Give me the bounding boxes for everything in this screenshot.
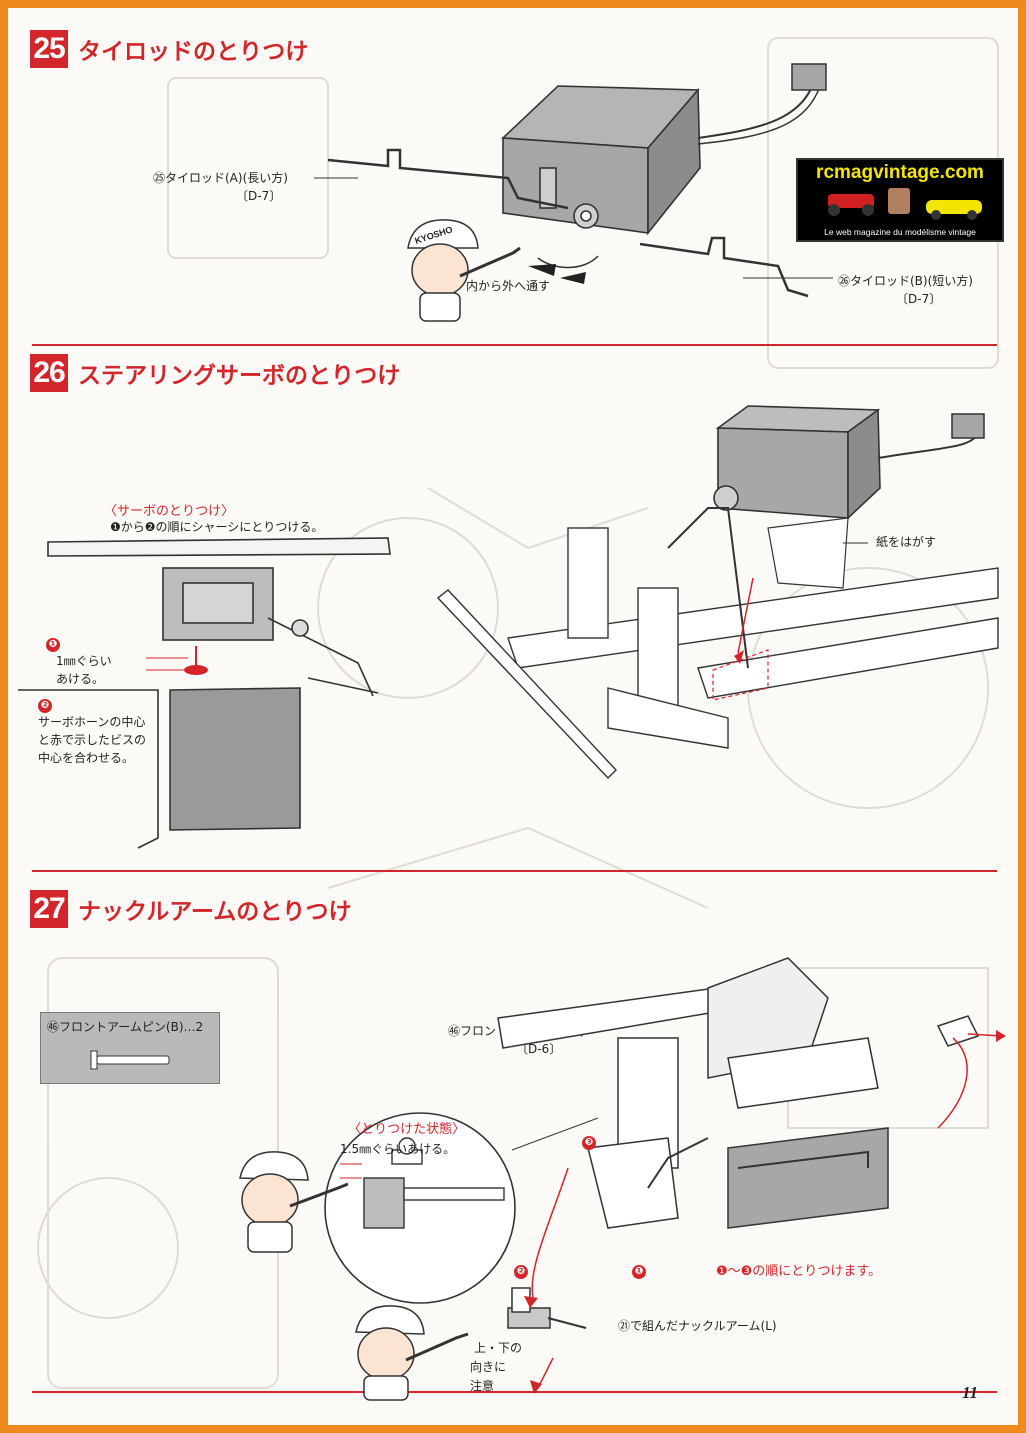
step1-text-line2: あける。 [56,672,105,686]
step2-text-line1: サーボホーンの中心 [38,715,146,729]
section-25-header: 25 タイロッドのとりつけ [30,30,308,68]
knuckle-arm-diagram [239,957,1006,1401]
peel-paper-note: 紙をはがす [876,535,937,549]
through-direction-note: 内から外へ通す [466,279,551,293]
bleed-through-background [37,37,999,1389]
page-number: 11 [961,1383,978,1402]
tierod-b-label: ㉖タイロッド(B)(短い方) [838,274,973,288]
section-rule-top-27 [32,870,997,872]
step2-marker: ❷ [38,696,54,713]
parts-box: ㊻フロントアームピン(B)…2 [40,1012,220,1084]
marker-1: ❶ [632,1262,648,1279]
section-title: ナックルアームのとりつけ [78,899,352,925]
step2-text-line2: と赤で示したビスの [38,733,147,747]
install-order-note: ❶〜❸の順にとりつけます。 [716,1264,882,1279]
step1-text-line1: 1㎜ぐらい [56,654,112,668]
section-number: 27 [30,890,68,928]
servo-position-diagram [18,537,391,849]
attached-state-subheading: 〈とりつけた状態〉 [348,1122,466,1137]
marker-2: ❷ [514,1262,530,1279]
orientation-note-line3: 注意 [470,1379,495,1393]
orientation-note-line2: 向きに [470,1360,507,1374]
section-26-header: 26 ステアリングサーボのとりつけ [30,354,400,392]
rcmagvintage-logo: rcmagvintage.com Le web magazine du modé… [796,158,1004,242]
tierod-b-ref: 〔D-7〕 [896,292,942,306]
servo-mount-subheading: 〈サーボのとりつけ〉 [104,504,235,519]
section-title: ステアリングサーボのとりつけ [78,363,401,389]
section-27-header: 27 ナックルアームのとりつけ [30,890,351,928]
servo-install-diagram [436,405,999,780]
servo-mount-order-note: ❶から❷の順にシャーシにとりつける。 [110,520,324,534]
gap-note: 1.5㎜ぐらいあける。 [340,1142,456,1156]
section-number: 26 [30,354,68,392]
section-title: タイロッドのとりつけ [78,39,309,65]
logo-subtitle: Le web magazine du modélisme vintage [824,227,976,237]
parts-box-label: ㊻フロントアームピン(B)…2 [47,1020,204,1034]
pin-part-ref: 〔D-6〕 [516,1042,562,1056]
pin-icon [90,1050,170,1070]
step1-marker: ❶ [46,635,62,652]
marker-3: ❸ [582,1133,598,1150]
tierod-a-ref: 〔D-7〕 [236,189,282,203]
footer-rule [32,1391,997,1393]
section-rule-top-25 [32,344,997,346]
step2-text-line3: 中心を合わせる。 [38,751,135,765]
tierod-a-label: ㉕タイロッド(A)(長い方) [153,171,288,185]
logo-car-icons [828,188,982,220]
logo-title: rcmagvintage.com [816,162,984,183]
tierod-illustration: KYOSHO [314,63,833,322]
orientation-note-line1: 上・下の [474,1341,523,1355]
section-number: 25 [30,30,68,68]
knuckle-arm-label: ㉑で組んだナックルアーム(L) [618,1319,777,1333]
